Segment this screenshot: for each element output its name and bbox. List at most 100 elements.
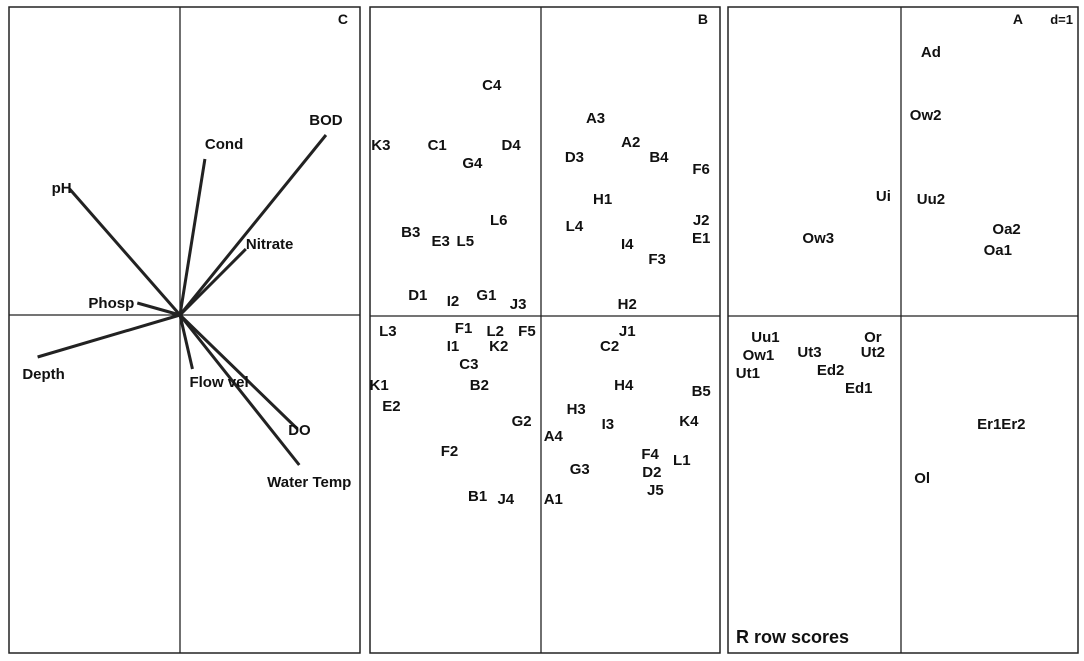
vector-label: DO [288,422,311,439]
point-label: L6 [490,212,508,229]
point-label: C2 [600,338,619,355]
point-label: A4 [544,428,564,445]
panel-b-label: B [698,11,708,27]
point-label: I3 [602,416,615,433]
point-label: J4 [497,491,514,508]
panel-a-label: A [1013,11,1023,27]
point-label: G1 [476,287,496,304]
point-label: Ol [914,470,930,487]
point-label: Ui [876,188,891,205]
point-label: E2 [382,398,400,415]
point-label: C4 [482,77,502,94]
point-label: C1 [428,137,447,154]
point-label: D2 [642,464,661,481]
point-label: Oa2 [992,221,1020,238]
point-label: Or [864,329,882,346]
vector-arrow [68,188,182,316]
point-label: Ut2 [861,344,885,361]
point-label: L1 [673,452,691,469]
point-label: G2 [512,413,532,430]
vector-label: Flow vel [189,374,248,391]
point-label: B4 [649,149,669,166]
point-label: J2 [693,212,710,229]
vector-arrow [178,134,328,316]
panel-c-frame [8,6,361,654]
vector-label: Cond [205,136,243,153]
point-label: A3 [586,110,605,127]
point-label: B5 [692,383,711,400]
point-label: Ed2 [817,362,845,379]
point-label: H3 [567,401,586,418]
point-label: L3 [379,323,397,340]
point-label: F6 [692,161,710,178]
point-label: E1 [692,230,710,247]
panel-a-caption: R row scores [736,627,849,647]
point-label: Ow1 [743,347,775,364]
point-label: D3 [565,149,584,166]
point-label: A1 [544,491,563,508]
vector-arrow [178,314,301,466]
point-label: F3 [648,251,666,268]
point-label: L4 [566,218,584,235]
point-label: F2 [441,443,459,460]
vector-label: Depth [22,366,65,383]
point-label: L2 [486,323,504,340]
vector-arrow [178,247,247,317]
point-label: G4 [462,155,483,172]
point-label: H4 [614,377,634,394]
point-label: Ad [921,44,941,61]
point-label: E3 [432,233,450,250]
point-label: K1 [369,377,388,394]
vector-arrow [178,313,299,431]
point-label: Ut3 [797,344,821,361]
point-label: J3 [510,296,527,313]
point-label: I4 [621,236,634,253]
point-label: Oa1 [984,242,1012,259]
point-label: Uu1 [751,329,779,346]
point-label: L5 [457,233,475,250]
panel-b-frame [369,6,721,654]
point-label: I1 [447,338,460,355]
point-label: K4 [679,413,699,430]
point-label: Ow2 [910,107,942,124]
point-label: Uu2 [917,191,945,208]
point-label: J1 [619,323,636,340]
vector-label: pH [52,180,72,197]
panel-c-label: C [338,11,348,27]
point-label: B3 [401,224,420,241]
vector-arrow [136,301,181,317]
point-label: D4 [501,137,521,154]
point-label: K2 [489,338,508,355]
point-label: C3 [459,356,478,373]
vector-label: Water Temp [267,474,351,491]
point-label: D1 [408,287,427,304]
vector-arrow [178,314,194,370]
point-label: B1 [468,488,487,505]
point-label: F5 [518,323,536,340]
point-label: J5 [647,482,664,499]
point-label: Ow3 [802,230,834,247]
point-label: Er1Er2 [977,416,1025,433]
vector-arrow [37,313,181,359]
point-label: H2 [618,296,637,313]
point-label: F4 [641,446,659,463]
vector-label: Phosp [88,295,134,312]
vector-label: BOD [309,112,343,129]
point-label: A2 [621,134,640,151]
panel-a-frame [727,6,1079,654]
point-label: I2 [447,293,460,310]
point-label: F1 [455,320,473,337]
point-label: G3 [570,461,590,478]
vector-label: Nitrate [246,236,294,253]
point-label: Ut1 [736,365,760,382]
panel-a-scale-label: d=1 [1050,12,1073,27]
point-label: Ed1 [845,380,873,397]
vector-arrow [178,158,207,316]
